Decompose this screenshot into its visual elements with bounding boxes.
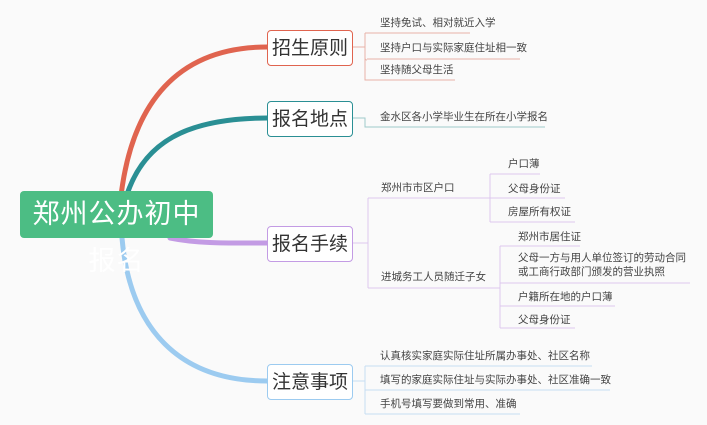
leaf-item[interactable]: 父母身份证: [518, 314, 571, 326]
branch-notes[interactable]: 注意事项: [267, 364, 353, 400]
connector-principles: [117, 44, 270, 208]
group-label[interactable]: 进城务工人员随迁子女: [381, 271, 486, 283]
principles-leaf-lines: [351, 32, 520, 81]
connector-location: [121, 115, 270, 208]
leaf-item[interactable]: 坚持免试、相对就近入学: [380, 17, 496, 29]
leaf-item[interactable]: 或工商行政部门颁发的营业执照: [518, 266, 665, 278]
leaf-item[interactable]: 手机号填写要做到常用、准确: [380, 398, 517, 410]
group-label[interactable]: 郑州市市区户口: [381, 182, 455, 194]
leaf-item[interactable]: 坚持随父母生活: [380, 64, 454, 76]
leaf-item[interactable]: 认真核实家庭实际住址所属办事处、社区名称: [380, 350, 590, 362]
leaf-item[interactable]: 户口薄: [508, 158, 540, 170]
leaf-item[interactable]: 郑州市居住证: [518, 231, 581, 243]
leaf-item[interactable]: 户籍所在地的户口薄: [518, 291, 613, 303]
connector-notes: [119, 235, 270, 384]
leaf-item[interactable]: 金水区各小学毕业生在所在小学报名: [380, 111, 548, 123]
leaf-item[interactable]: 坚持户口与实际家庭住址相一致: [380, 42, 527, 54]
root-node[interactable]: 郑州公办初中报名: [20, 191, 213, 277]
leaf-item[interactable]: 父母一方与用人单位签订的劳动合同: [518, 252, 686, 264]
branch-principles[interactable]: 招生原则: [267, 30, 353, 66]
branch-location[interactable]: 报名地点: [267, 101, 353, 137]
leaf-item[interactable]: 房屋所有权证: [508, 206, 571, 218]
branch-procedures[interactable]: 报名手续: [267, 226, 353, 262]
leaf-item[interactable]: 父母身份证: [508, 183, 561, 195]
leaf-item[interactable]: 填写的家庭实际住址与实际办事处、社区准确一致: [380, 374, 611, 386]
connector-procedures: [167, 235, 270, 246]
